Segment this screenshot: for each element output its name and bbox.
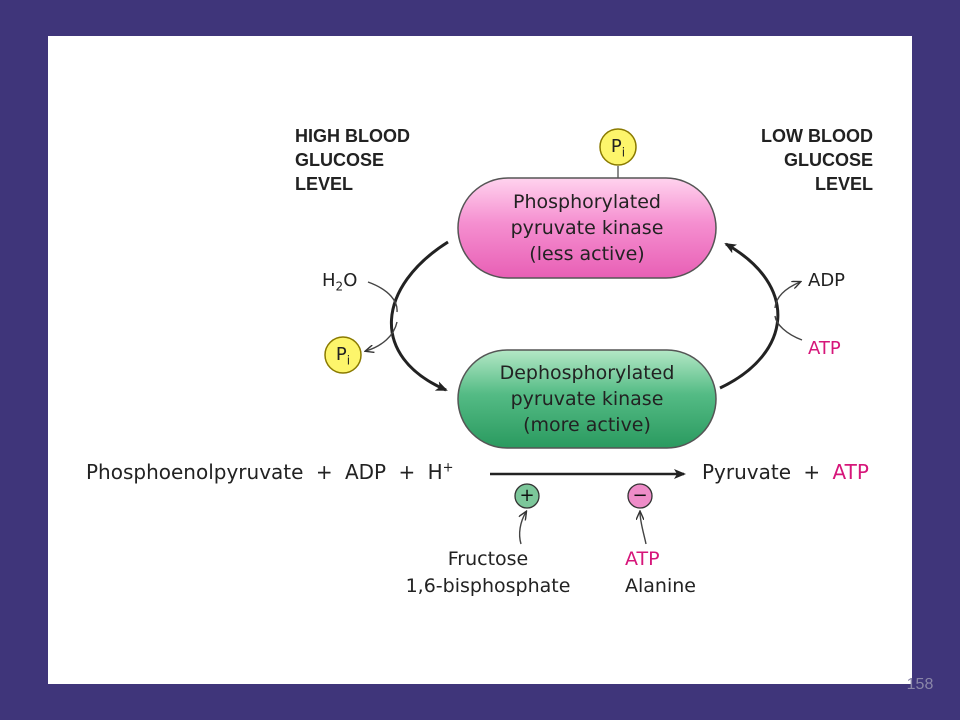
high-glucose-label: HIGH BLOOD GLUCOSE LEVEL bbox=[295, 126, 410, 194]
inhibitor-arrow bbox=[640, 512, 647, 545]
water-label: H2O bbox=[322, 270, 358, 294]
reaction-products: Pyruvate + ATP bbox=[702, 460, 869, 484]
phosphate-output-arrow bbox=[366, 321, 398, 351]
slide-canvas: HIGH BLOOD GLUCOSE LEVEL LOW BLOOD GLUCO… bbox=[48, 36, 912, 684]
diagram-graphics bbox=[324, 128, 912, 545]
slide-number: 158 bbox=[906, 676, 934, 693]
reaction-substrates: Phosphoenolpyruvate + ADP + H+ bbox=[86, 460, 454, 484]
dephosphorylated-enzyme-label: Dephosphorylated pyruvate kinase (more a… bbox=[499, 362, 675, 436]
adp-label: ADP bbox=[808, 270, 846, 291]
proton-label: H+ bbox=[427, 460, 454, 484]
adp-output-arrow bbox=[774, 282, 800, 309]
pyruvate-label: Pyruvate bbox=[702, 460, 792, 484]
water-input-arrow bbox=[367, 281, 398, 313]
atp-inhibitor-label: ATP bbox=[625, 548, 660, 570]
phosphorylated-enzyme-shape bbox=[457, 177, 717, 279]
phosphate-label-top: Pi bbox=[610, 136, 626, 160]
alanine-label: Alanine bbox=[625, 575, 696, 597]
phosphate-circle-left bbox=[324, 336, 362, 374]
activator-arrow bbox=[520, 512, 526, 545]
inhibitor-circle bbox=[627, 483, 653, 509]
atp-label-cycle: ATP bbox=[808, 338, 841, 359]
activator-circle bbox=[514, 483, 540, 509]
phosphorylation-arrow bbox=[719, 242, 780, 390]
low-glucose-label: LOW BLOOD GLUCOSE LEVEL bbox=[761, 126, 873, 194]
dephosphorylated-enzyme-shape bbox=[457, 349, 717, 449]
atp-input-arrow bbox=[774, 315, 803, 341]
adp-reactant-label: ADP bbox=[344, 460, 387, 484]
atp-product-label: ATP bbox=[832, 460, 869, 484]
phosphate-label-left: Pi bbox=[335, 344, 351, 368]
phosphorylated-enzyme-label: Phosphorylated pyruvate kinase (less act… bbox=[510, 191, 664, 265]
activator-sign: + bbox=[519, 485, 535, 506]
phosphate-circle-top bbox=[599, 128, 637, 166]
inhibitor-sign: − bbox=[632, 485, 648, 506]
inhibitor-labels: ATP Alanine bbox=[625, 546, 696, 600]
activator-label: Fructose 1,6-bisphosphate bbox=[405, 548, 571, 597]
dephosphorylation-arrow bbox=[390, 240, 449, 392]
pep-label: Phosphoenolpyruvate bbox=[86, 460, 304, 484]
